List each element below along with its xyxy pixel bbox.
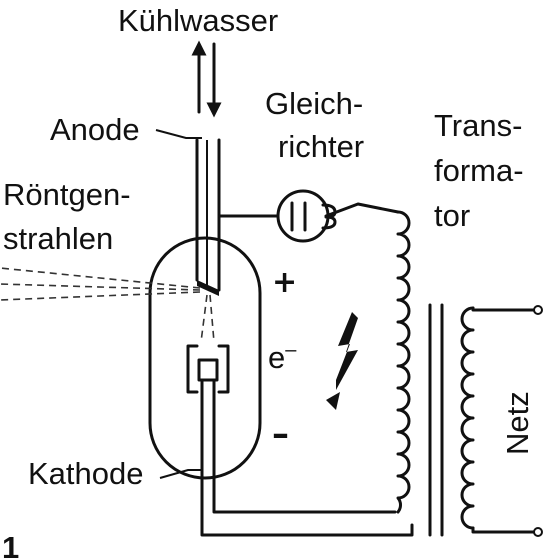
cooling-water-arrows-icon — [191, 40, 222, 118]
tube-envelope — [148, 236, 262, 480]
anode-tube — [195, 138, 221, 296]
label-rectifier-1: Gleich- — [265, 86, 363, 121]
lightning-bolt-icon — [336, 312, 358, 390]
xray-beams — [0, 267, 215, 343]
lightning-arrowhead-icon — [326, 392, 340, 410]
label-mains: Netz — [500, 391, 535, 455]
label-minus: – — [272, 414, 289, 454]
cathode-assembly — [186, 344, 230, 394]
anode-leader — [155, 129, 202, 139]
transformer-core — [428, 303, 444, 537]
label-cooling-water: Kühlwasser — [118, 3, 278, 38]
label-xrays-1: Röntgen- — [3, 177, 131, 212]
label-transformer-2: forma- — [434, 153, 524, 188]
cathode-leader — [159, 469, 202, 479]
mains-wire-top — [471, 306, 538, 312]
label-xrays-2: strahlen — [3, 221, 113, 256]
label-electron: e– — [268, 339, 297, 375]
mains-terminal-bottom — [533, 527, 543, 537]
label-anode: Anode — [50, 112, 140, 147]
label-transformer-3: tor — [434, 198, 470, 233]
mains-wire-bottom — [471, 526, 538, 534]
label-transformer-1: Trans- — [434, 108, 522, 143]
circuit-wires — [200, 202, 414, 537]
label-plus: + — [272, 265, 297, 300]
figure-number: 1 — [2, 530, 19, 560]
secondary-coil — [396, 210, 411, 514]
rectifier — [276, 189, 337, 243]
primary-coil — [460, 306, 475, 530]
label-cathode: Kathode — [28, 456, 144, 491]
label-rectifier-2: richter — [278, 129, 364, 164]
anode-target — [197, 280, 219, 296]
mains-terminal-top — [533, 305, 543, 315]
